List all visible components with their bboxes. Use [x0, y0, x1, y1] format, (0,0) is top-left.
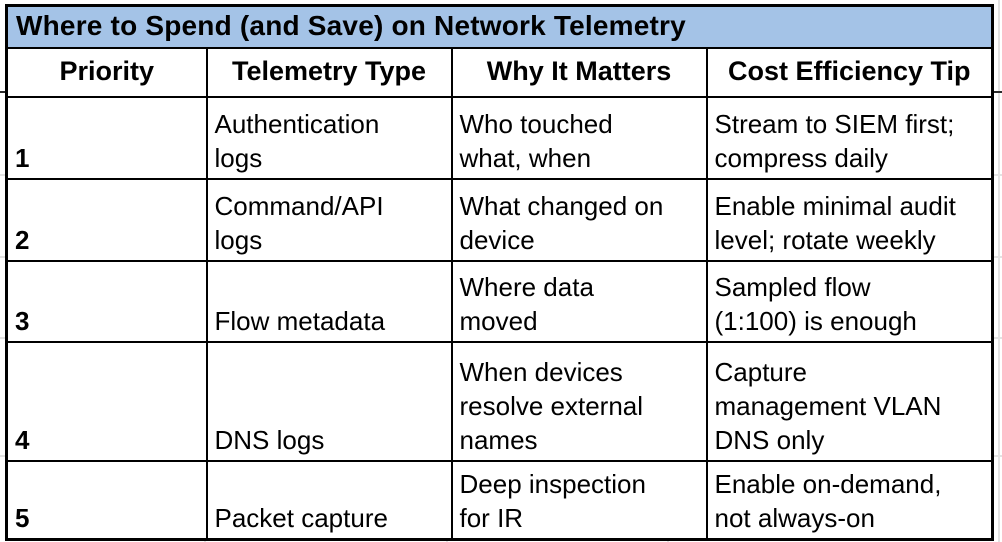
- telemetry-priority-table: Where to Spend (and Save) on Network Tel…: [5, 4, 995, 541]
- priority-cell[interactable]: 1: [5, 96, 208, 180]
- table-row: 3 Flow metadata Where data moved Sampled…: [5, 260, 994, 343]
- why-it-matters-cell[interactable]: Who touched what, when: [450, 96, 708, 180]
- priority-cell[interactable]: 2: [5, 178, 208, 262]
- telemetry-type-cell[interactable]: Command/API logs: [205, 178, 453, 262]
- telemetry-type-cell[interactable]: Authentication logs: [205, 96, 453, 180]
- cost-efficiency-tip-cell[interactable]: Stream to SIEM first; compress daily: [705, 96, 994, 180]
- priority-cell[interactable]: 4: [5, 341, 208, 462]
- column-header-telemetry-type[interactable]: Telemetry Type: [205, 47, 453, 98]
- table-row: 1 Authentication logs Who touched what, …: [5, 96, 994, 180]
- telemetry-type-cell[interactable]: Packet capture: [205, 460, 453, 541]
- table-header-row: Priority Telemetry Type Why It Matters C…: [5, 47, 994, 98]
- telemetry-type-cell[interactable]: Flow metadata: [205, 260, 453, 343]
- priority-cell[interactable]: 3: [5, 260, 208, 343]
- column-header-cost-efficiency-tip[interactable]: Cost Efficiency Tip: [705, 47, 994, 98]
- why-it-matters-cell[interactable]: When devices resolve external names: [450, 341, 708, 462]
- why-it-matters-cell[interactable]: What changed on device: [450, 178, 708, 262]
- table-title-row: Where to Spend (and Save) on Network Tel…: [5, 4, 994, 49]
- sheet-gridline-vertical-right: [998, 0, 1000, 542]
- cost-efficiency-tip-cell[interactable]: Enable minimal audit level; rotate weekl…: [705, 178, 994, 262]
- column-header-priority[interactable]: Priority: [5, 47, 208, 98]
- why-it-matters-cell[interactable]: Where data moved: [450, 260, 708, 343]
- table-row: 4 DNS logs When devices resolve external…: [5, 341, 994, 462]
- cost-efficiency-tip-cell[interactable]: Capture management VLAN DNS only: [705, 341, 994, 462]
- table-row: 5 Packet capture Deep inspection for IR …: [5, 460, 994, 541]
- why-it-matters-cell[interactable]: Deep inspection for IR: [450, 460, 708, 541]
- table-title-cell[interactable]: Where to Spend (and Save) on Network Tel…: [5, 4, 994, 49]
- cost-efficiency-tip-cell[interactable]: Sampled flow (1:100) is enough: [705, 260, 994, 343]
- column-header-why-it-matters[interactable]: Why It Matters: [450, 47, 708, 98]
- table-row: 2 Command/API logs What changed on devic…: [5, 178, 994, 262]
- priority-cell[interactable]: 5: [5, 460, 208, 541]
- cost-efficiency-tip-cell[interactable]: Enable on-demand, not always-on: [705, 460, 994, 541]
- telemetry-type-cell[interactable]: DNS logs: [205, 341, 453, 462]
